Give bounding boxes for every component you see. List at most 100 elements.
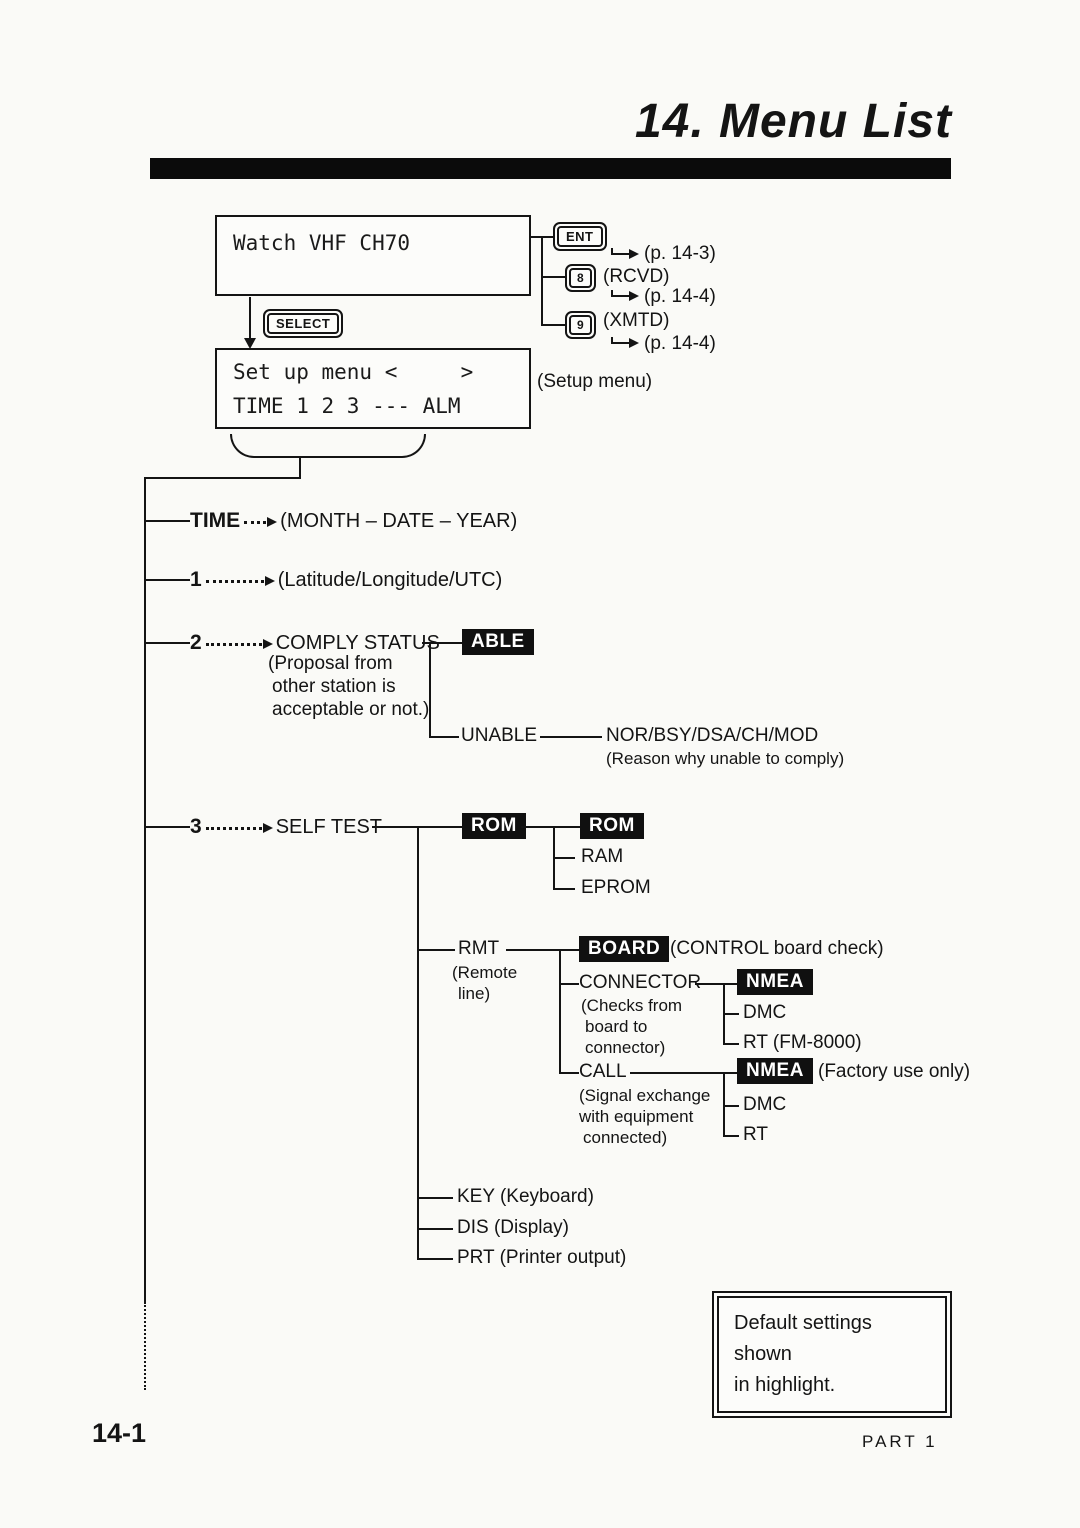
time-target: (MONTH – DATE – YEAR) (280, 509, 518, 532)
brace-icon (230, 434, 426, 458)
able-badge: ABLE (462, 629, 534, 655)
connector-line (559, 983, 579, 985)
rcvd-page-ref: (p. 14-4) (644, 286, 716, 307)
digit-9-key: 9 (565, 311, 597, 339)
connector-note-line: board to (585, 1017, 648, 1036)
connector-line (417, 1228, 453, 1230)
connector-line (540, 736, 602, 738)
ent-page-ref: (p. 14-3) (644, 243, 716, 264)
lcd-line-setup-1: Set up menu < > (233, 360, 474, 384)
lcd-line-setup-2: TIME 1 2 3 --- ALM (233, 394, 461, 418)
connector-line (541, 324, 567, 326)
comply-note-line: acceptable or not.) (272, 699, 430, 720)
connector-line (417, 1197, 453, 1199)
connector-line (559, 949, 579, 951)
arrow-right-icon (629, 338, 639, 348)
arrow-right-icon (629, 291, 639, 301)
connector-line (553, 888, 575, 890)
connector-line (723, 1013, 739, 1015)
connector-line (521, 826, 580, 828)
prt-label: PRT (Printer output) (457, 1247, 627, 1268)
digit-8-key: 8 (565, 264, 597, 292)
connector-line (723, 1135, 739, 1137)
item1-label: 1 (190, 568, 202, 591)
connector-line (541, 236, 543, 326)
rt-label-call: RT (743, 1124, 768, 1145)
rt-label-connector: RT (FM-8000) (743, 1032, 862, 1053)
connector-line (506, 949, 559, 951)
rmt-note-line: line) (458, 984, 491, 1003)
connector-line (144, 826, 190, 828)
part-label: PART 1 (862, 1432, 938, 1451)
connector-line (559, 1072, 579, 1074)
board-note: (CONTROL board check) (670, 938, 884, 959)
tree-item-3: 3 SELF TEST (190, 814, 382, 840)
xmtd-page-ref: (p. 14-4) (644, 333, 716, 354)
ent-key-label: ENT (557, 226, 603, 247)
comply-note-line: (Proposal from (268, 653, 393, 674)
connector-line (422, 642, 462, 644)
tree-spine (144, 477, 146, 1302)
arrow-right-icon (262, 823, 273, 833)
connector-line (531, 236, 555, 238)
connector-line (417, 949, 455, 951)
title-rule (150, 158, 951, 179)
factory-note: (Factory use only) (818, 1061, 971, 1082)
connector-line (611, 295, 631, 297)
connector-line (144, 520, 190, 522)
connector-line (541, 276, 567, 278)
dotted-leader (205, 826, 262, 830)
tree-item-2: 2 COMPLY STATUS (190, 630, 440, 656)
connector-line (611, 342, 631, 344)
arrow-down-icon (244, 338, 256, 349)
tree-spine-top (144, 477, 301, 479)
rmt-label: RMT (458, 938, 500, 959)
rom-badge: ROM (462, 813, 526, 839)
connector-line (695, 983, 737, 985)
rmt-note-line: (Remote (452, 963, 518, 982)
unable-target: NOR/BSY/DSA/CH/MOD (606, 725, 819, 746)
item3-label: 3 (190, 815, 202, 838)
connector-line (429, 736, 459, 738)
note-line: Default settings shown (734, 1312, 872, 1365)
dmc-label-call: DMC (743, 1094, 787, 1115)
board-badge: BOARD (579, 936, 670, 962)
item1-target: (Latitude/Longitude/UTC) (277, 568, 503, 591)
connector-line (723, 1072, 725, 1137)
connector-line (417, 1258, 453, 1260)
tree-item-1: 1 (Latitude/Longitude/UTC) (190, 567, 502, 593)
connector-line (559, 949, 561, 1074)
lcd-line-watch: Watch VHF CH70 (233, 231, 411, 255)
default-note-box: Default settings shown in highlight. (712, 1291, 952, 1418)
item2-label: 2 (190, 631, 202, 654)
connector-line (723, 1105, 739, 1107)
digit-9-label: 9 (569, 315, 593, 335)
call-note-line: connected) (583, 1128, 668, 1147)
connector-line (144, 642, 190, 644)
nmea-badge-connector: NMEA (737, 969, 813, 995)
item3-target: SELF TEST (275, 815, 383, 838)
connector-line (611, 248, 613, 255)
call-note-line: (Signal exchange (579, 1086, 711, 1105)
time-label: TIME (190, 509, 241, 532)
select-key-label: SELECT (267, 313, 340, 334)
dis-label: DIS (Display) (457, 1217, 569, 1238)
connector-line (553, 857, 575, 859)
dotted-leader (205, 642, 262, 646)
connector-note-line: (Checks from (581, 996, 683, 1015)
connector-line (630, 1072, 737, 1074)
arrow-right-icon (264, 576, 275, 586)
page-title: 14. Menu List (634, 95, 952, 148)
rom-sub-badge: ROM (580, 813, 644, 839)
digit-8-label: 8 (569, 268, 593, 288)
lcd-display-setup: Set up menu < > TIME 1 2 3 --- ALM (215, 348, 531, 429)
default-note-inner: Default settings shown in highlight. (717, 1296, 947, 1413)
connector-line (611, 337, 613, 343)
note-line: in highlight. (734, 1374, 836, 1396)
connector-line (611, 290, 613, 296)
connector-line (611, 253, 631, 255)
arrow-right-icon (629, 249, 639, 259)
unable-note: (Reason why unable to comply) (606, 749, 845, 768)
rcvd-caption: (RCVD) (603, 266, 670, 287)
connector-line (299, 458, 301, 478)
